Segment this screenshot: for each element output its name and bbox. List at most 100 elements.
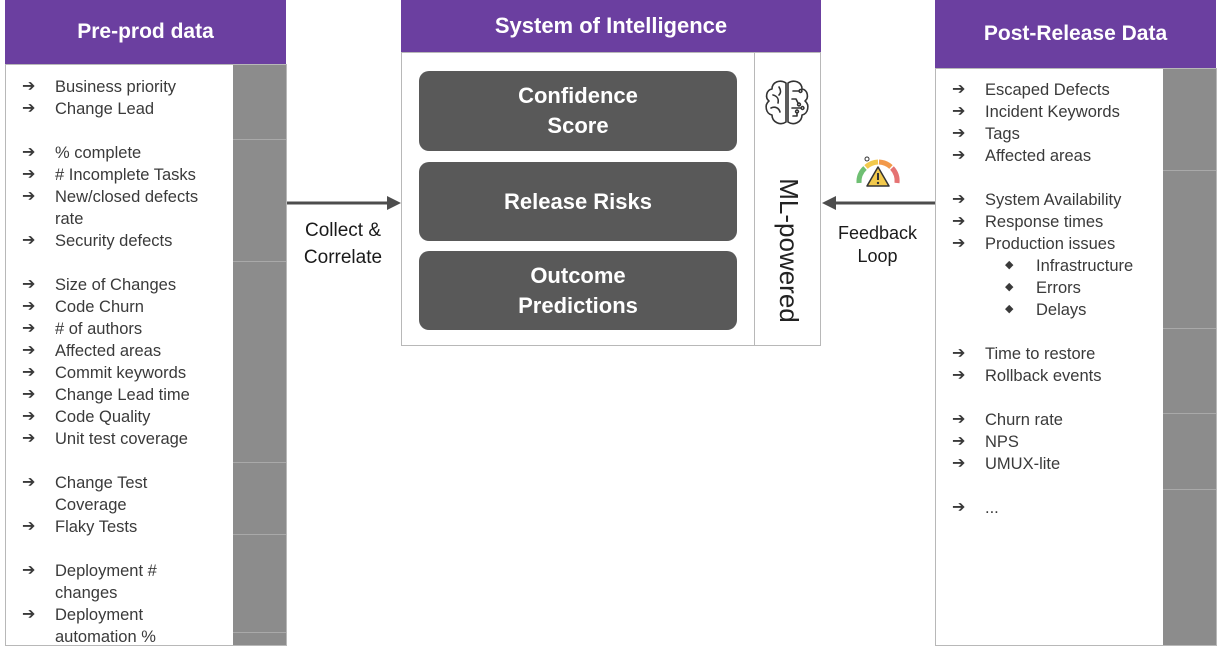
- arrow-right-icon: ➔: [952, 213, 966, 230]
- ml-divider: [754, 53, 755, 345]
- arrow-right-icon: ➔: [22, 386, 36, 403]
- collect-correlate-label: Collect & Correlate: [303, 220, 383, 268]
- arrow-right-icon: ➔: [952, 81, 966, 98]
- list-item: ➔Production issues: [952, 235, 1116, 253]
- confidence-score-card: Confidence Score: [419, 71, 737, 151]
- arrow-right-icon: ➔: [952, 433, 966, 450]
- arrow-right-icon: ➔: [952, 367, 966, 384]
- diamond-bullet-icon: ◆: [1005, 281, 1014, 293]
- strip-segment: [233, 140, 286, 262]
- list-item: ➔System Availability: [952, 191, 1122, 209]
- post-release-title: Post-Release Data: [983, 22, 1168, 45]
- arrow-right-icon: ➔: [22, 430, 36, 447]
- list-item: ➔...: [952, 499, 999, 517]
- list-item: ➔Churn rate: [952, 411, 1063, 429]
- post-release-strip: [1163, 69, 1216, 645]
- list-item: ➔Size of Changes: [22, 276, 177, 294]
- list-item: ➔Deployment # changes: [22, 562, 157, 602]
- post-release-list: ➔Escaped Defects ➔Incident Keywords ➔Tag…: [950, 79, 1160, 519]
- arrow-right-icon: ➔: [22, 276, 36, 293]
- system-intelligence-panel: Confidence Score Release Risks Outcome P…: [401, 52, 821, 346]
- list-item: ➔UMUX-lite: [952, 455, 1061, 473]
- arrow-right-icon: ➔: [952, 235, 966, 252]
- arrow-right-icon: ➔: [952, 345, 966, 362]
- post-release-panel: ➔Escaped Defects ➔Incident Keywords ➔Tag…: [935, 68, 1217, 646]
- feedback-arrow: [822, 196, 936, 210]
- arrow-right-icon: ➔: [952, 499, 966, 516]
- arrow-right-icon: ➔: [22, 188, 36, 205]
- arrow-right-icon: ➔: [22, 232, 36, 249]
- arrow-right-icon: ➔: [22, 408, 36, 425]
- arrow-right-icon: ➔: [22, 320, 36, 337]
- post-release-header: Post-Release Data: [935, 0, 1216, 68]
- list-item: ➔# of authors: [22, 320, 143, 338]
- diamond-bullet-icon: ◆: [1005, 259, 1014, 271]
- arrow-right-icon: ➔: [22, 166, 36, 183]
- pre-prod-list: ➔Business priority ➔Change Lead ➔% compl…: [20, 76, 220, 646]
- strip-segment: [1163, 414, 1216, 490]
- list-item: ➔Business priority: [22, 78, 177, 96]
- list-item: ➔Code Churn: [22, 298, 144, 316]
- list-item: ➔New/closed defects rate: [22, 188, 199, 228]
- arrow-right-icon: ➔: [22, 298, 36, 315]
- arrow-right-icon: ➔: [22, 342, 36, 359]
- strip-segment: [233, 65, 286, 140]
- strip-segment: [233, 262, 286, 463]
- arrow-right-icon: ➔: [952, 147, 966, 164]
- strip-segment: [233, 633, 286, 645]
- list-item: ➔Escaped Defects: [952, 81, 1110, 99]
- sub-list-item: ◆Infrastructure: [950, 255, 1160, 277]
- list-item: ➔Commit keywords: [22, 364, 187, 382]
- arrow-right-icon: ➔: [22, 364, 36, 381]
- arrow-right-icon: ➔: [952, 191, 966, 208]
- sub-list-item: ◆Errors: [950, 277, 1160, 299]
- list-item: ➔Time to restore: [952, 345, 1096, 363]
- list-item: ➔Security defects: [22, 232, 173, 250]
- pre-prod-strip: [233, 65, 286, 645]
- pre-prod-panel: ➔Business priority ➔Change Lead ➔% compl…: [5, 64, 287, 646]
- list-item: ➔Change Lead time: [22, 386, 190, 404]
- list-item: ➔Rollback events: [952, 367, 1102, 385]
- pre-prod-header: Pre-prod data: [5, 0, 286, 64]
- system-intelligence-title: System of Intelligence: [494, 13, 728, 38]
- arrow-right-icon: ➔: [22, 606, 36, 623]
- pre-prod-title: Pre-prod data: [77, 20, 214, 43]
- list-item: ➔% complete: [22, 144, 142, 162]
- arrow-right-icon: ➔: [952, 103, 966, 120]
- list-item: ➔Flaky Tests: [22, 518, 138, 536]
- strip-segment: [1163, 171, 1216, 329]
- arrow-right-icon: ➔: [22, 562, 36, 579]
- arrow-right-icon: ➔: [22, 100, 36, 117]
- arrow-right-icon: ➔: [22, 78, 36, 95]
- arrow-right-icon: ➔: [952, 125, 966, 142]
- strip-segment: [233, 535, 286, 633]
- arrow-right-icon: ➔: [952, 411, 966, 428]
- outcome-predictions-card: Outcome Predictions: [419, 251, 737, 330]
- release-risks-card: Release Risks: [419, 162, 737, 241]
- brain-circuit-icon: [765, 80, 809, 125]
- arrow-right-icon: ➔: [22, 474, 36, 491]
- arrow-right-icon: ➔: [22, 518, 36, 535]
- strip-segment: [1163, 490, 1216, 645]
- sub-list-item: ◆Delays: [950, 299, 1160, 321]
- arrow-right-icon: ➔: [22, 144, 36, 161]
- ml-powered-label: ML-powered: [773, 177, 804, 323]
- list-item: ➔Unit test coverage: [22, 430, 188, 448]
- list-item: ➔Affected areas: [22, 342, 162, 360]
- list-item: ➔Code Quality: [22, 408, 151, 426]
- list-item: ➔NPS: [952, 433, 1019, 451]
- diamond-bullet-icon: ◆: [1005, 303, 1014, 315]
- strip-segment: [233, 463, 286, 535]
- strip-segment: [1163, 69, 1216, 171]
- collect-arrow: [287, 196, 401, 210]
- list-item: ➔Tags: [952, 125, 1020, 143]
- arrow-right-icon: ➔: [952, 455, 966, 472]
- list-item: ➔Affected areas: [952, 147, 1092, 165]
- list-item: ➔Change Test Coverage: [22, 474, 148, 514]
- list-item: ➔Change Lead: [22, 100, 155, 118]
- system-intelligence-header: System of Intelligence: [401, 0, 821, 52]
- list-item: ➔Response times: [952, 213, 1104, 231]
- strip-segment: [1163, 329, 1216, 414]
- list-item: ➔Deployment automation %: [22, 606, 156, 646]
- warning-gauge-icon: [856, 156, 900, 187]
